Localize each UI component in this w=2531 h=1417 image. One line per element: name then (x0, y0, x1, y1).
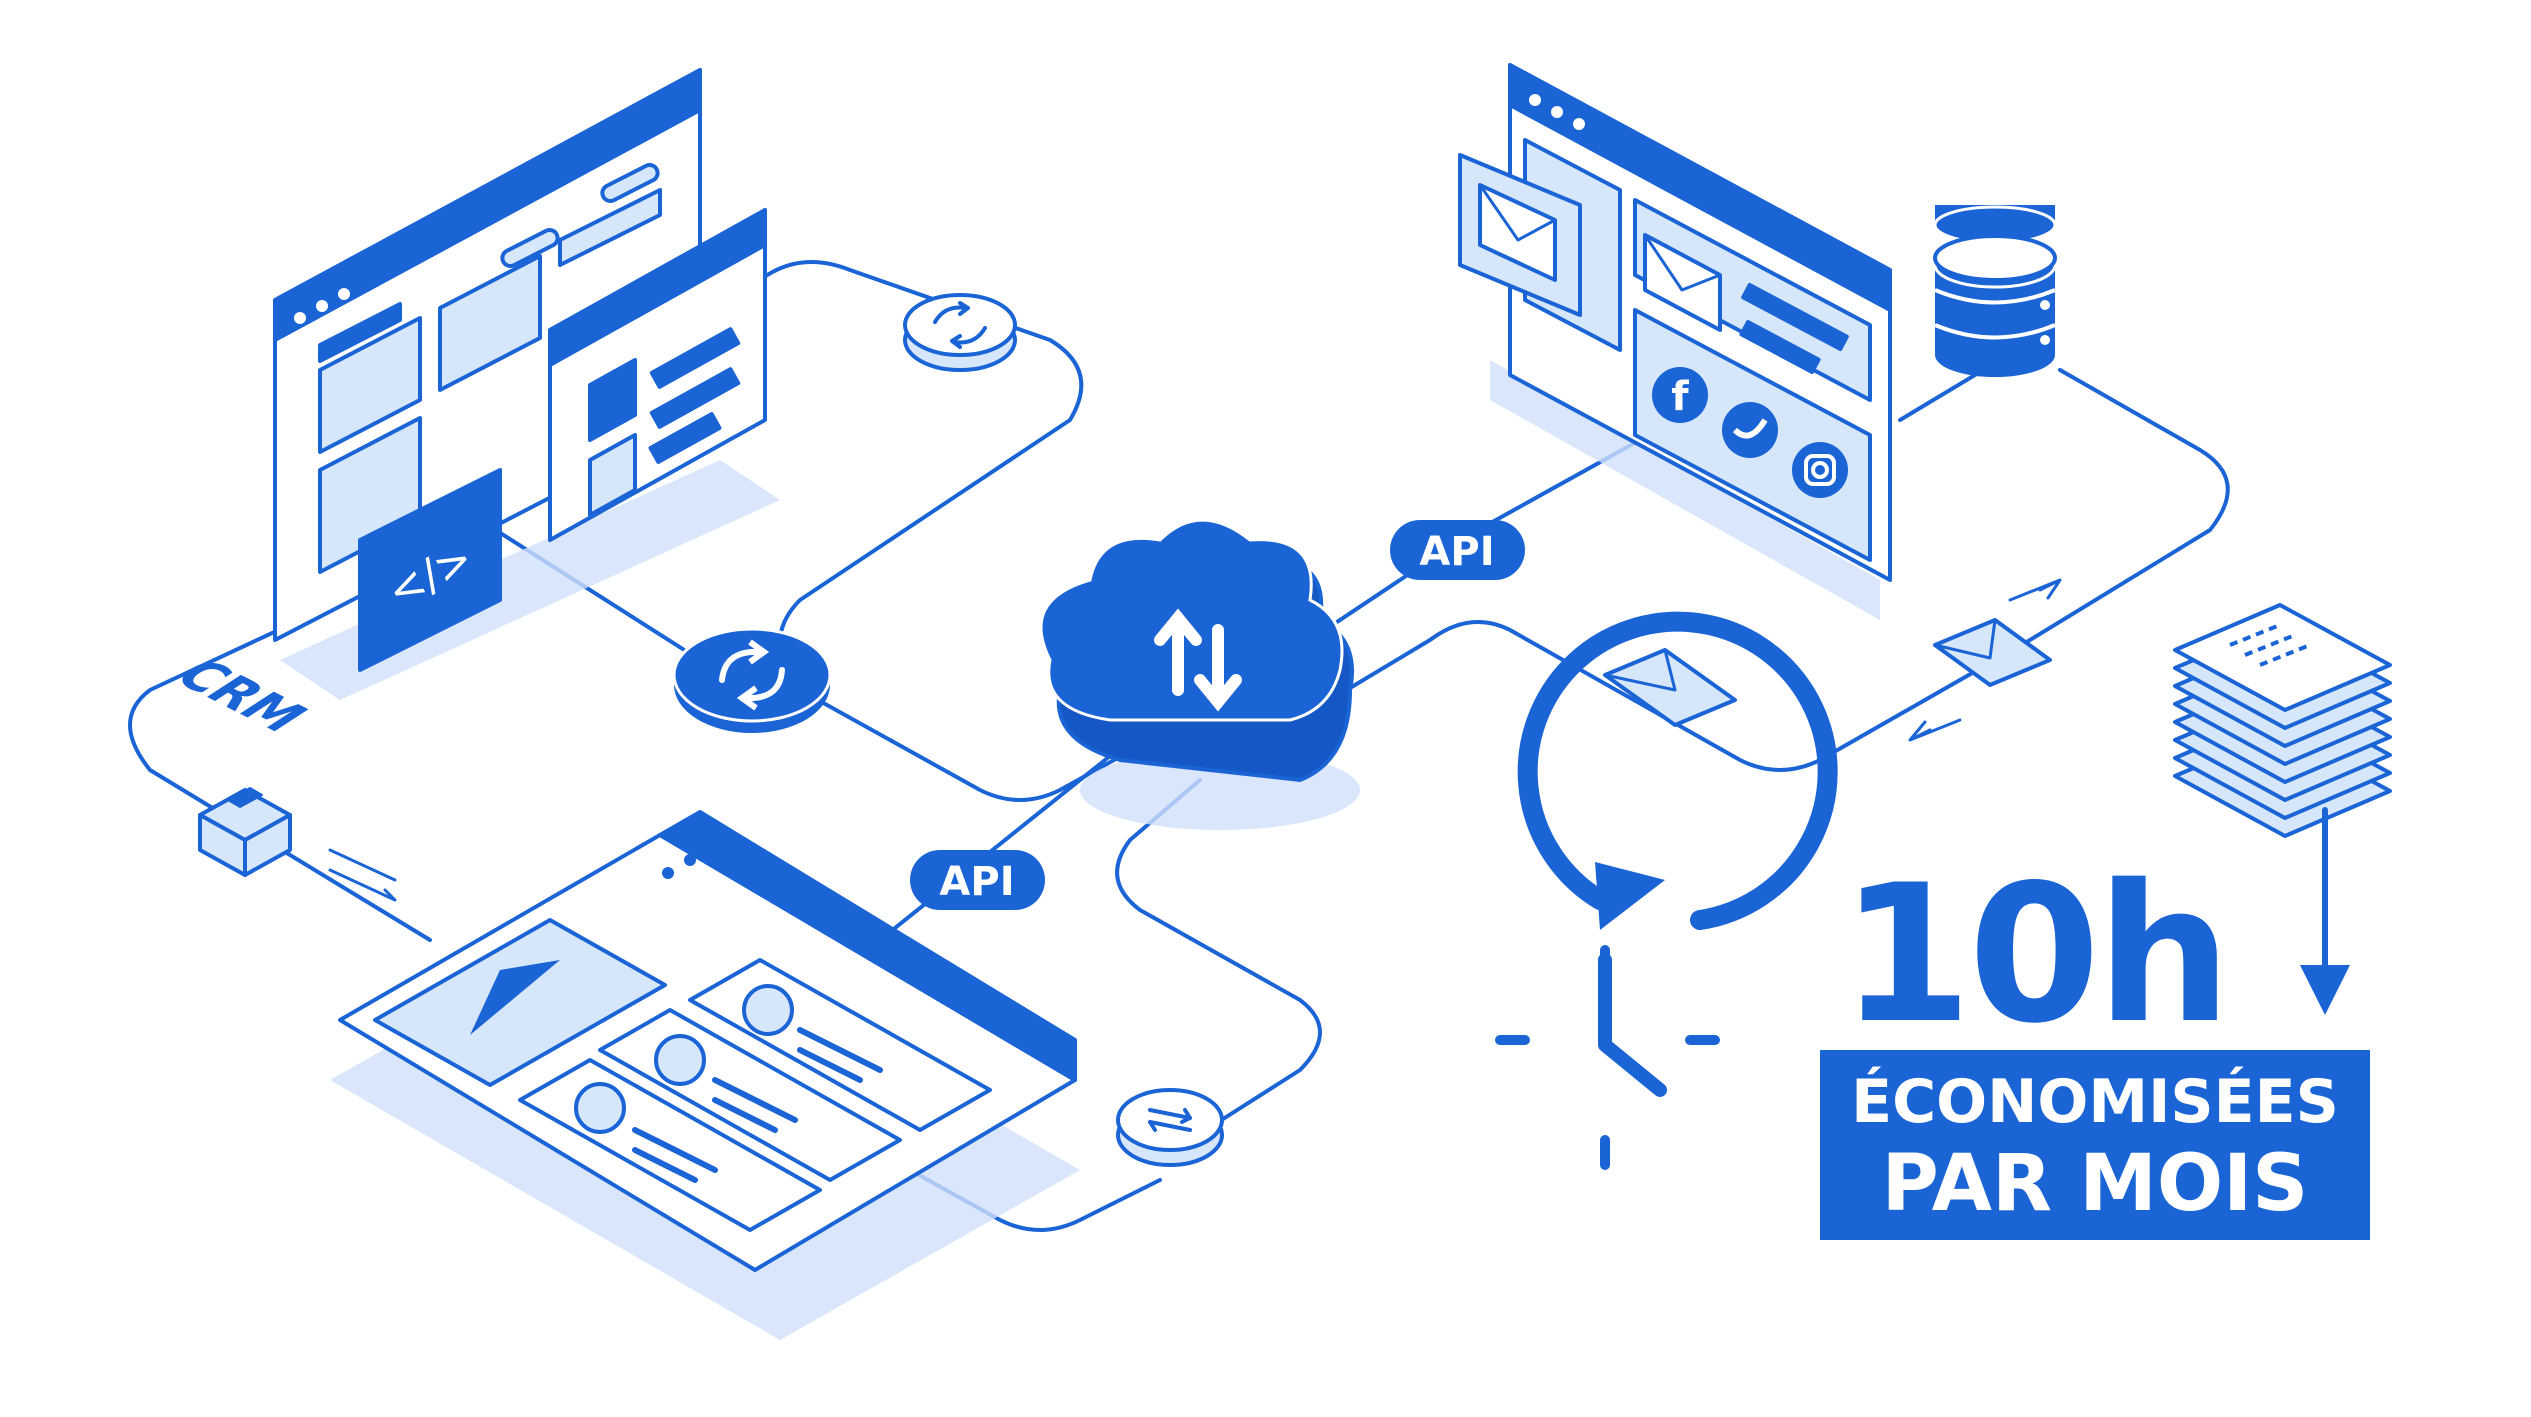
twitter-icon (1722, 402, 1778, 458)
package-icon (198, 787, 397, 902)
crm-window-icon: CRM (160, 651, 1080, 1340)
sync-icon (1116, 1088, 1224, 1167)
arrow-down-icon (2300, 965, 2350, 1015)
time-saved-stat: 10h ÉCONOMISÉES PAR MOIS (1820, 844, 2370, 1240)
stat-line1: ÉCONOMISÉES (1851, 1065, 2339, 1137)
envelope-icon (1603, 648, 1737, 727)
instagram-icon (1792, 442, 1848, 498)
document-stack-icon (2173, 603, 2392, 1015)
api-label-top: API (1390, 520, 1525, 580)
document-lines (2229, 623, 2311, 667)
envelope-icon (1458, 153, 1582, 317)
api-label-bottom: API (910, 850, 1045, 910)
database-icon (1933, 205, 2057, 377)
sync-icon (672, 627, 832, 733)
document-sheet (2173, 603, 2392, 712)
stat-line2: PAR MOIS (1882, 1139, 2309, 1229)
svg-text:f: f (1671, 374, 1689, 420)
email-window-icon: f (1458, 63, 1892, 620)
sync-icon (903, 293, 1017, 372)
svg-text:API: API (1419, 529, 1494, 575)
facebook-icon: f (1652, 367, 1708, 423)
svg-text:API: API (939, 859, 1014, 905)
stat-label-box (1820, 1050, 2370, 1240)
connector-lines (128, 260, 2230, 1232)
envelope-icon (1908, 578, 2062, 742)
cloud-sync-icon (1039, 518, 1360, 830)
browser-window-icon (273, 68, 780, 700)
stat-value: 10h (1840, 844, 2228, 1065)
code-icon: </> (358, 468, 502, 672)
clock-icon (1495, 611, 1838, 1170)
